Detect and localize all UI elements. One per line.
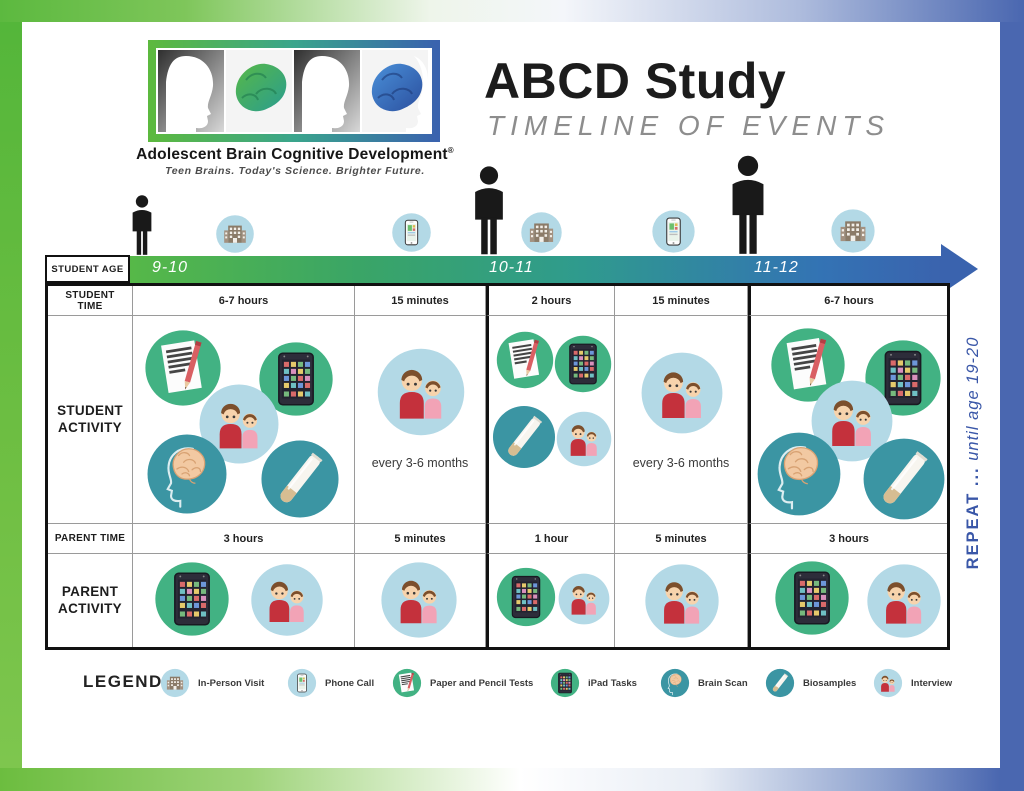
interview-icon bbox=[379, 560, 459, 640]
legend-label: Biosamples bbox=[803, 677, 857, 689]
legend-label: Brain Scan bbox=[698, 677, 748, 689]
phone-call-icon bbox=[651, 209, 696, 254]
student-time-cell: 6-7 hours bbox=[133, 286, 355, 316]
interview-icon bbox=[639, 350, 725, 436]
logo-title-text: Adolescent Brain Cognitive Development bbox=[136, 146, 448, 164]
age-label-11-12: 11-12 bbox=[754, 259, 799, 276]
student-activity-cell-10-11-phone: every 3-6 months bbox=[615, 316, 748, 524]
parent-time-cell: 1 hour bbox=[486, 524, 615, 554]
abcd-logo bbox=[148, 40, 440, 142]
in-person-visit-icon bbox=[830, 208, 876, 254]
brain-scan-icon bbox=[660, 668, 690, 698]
interview-icon bbox=[865, 562, 943, 640]
legend-label: iPad Tasks bbox=[588, 677, 637, 689]
student-activity-cell-10-11-visit bbox=[486, 316, 615, 524]
frame-left-band bbox=[0, 22, 22, 768]
ipad-tasks-icon bbox=[773, 559, 851, 637]
student-activity-cell-11-12-visit bbox=[748, 316, 947, 524]
brain-scan-icon bbox=[755, 430, 843, 518]
age-label-9-10: 9-10 bbox=[152, 259, 189, 276]
student-time-cell: 15 minutes bbox=[355, 286, 486, 316]
biosamples-icon bbox=[259, 438, 341, 520]
in-person-visit-icon bbox=[215, 214, 255, 254]
phone-call-icon bbox=[287, 668, 317, 698]
repeat-word: REPEAT bbox=[964, 491, 982, 570]
ipad-tasks-icon bbox=[553, 334, 613, 394]
parent-time-cell: 3 hours bbox=[133, 524, 355, 554]
parent-time-row-label: PARENT TIME bbox=[48, 524, 133, 554]
interview-icon bbox=[643, 562, 721, 640]
interview-icon bbox=[249, 562, 325, 638]
legend-item-ipad-tasks: iPad Tasks bbox=[550, 668, 637, 698]
student-activity-cell-9-10-visit bbox=[133, 316, 355, 524]
interview-icon bbox=[557, 572, 611, 626]
student-age-row-label: STUDENT AGE bbox=[45, 255, 130, 283]
logo-tagline: Teen Brains. Today's Science. Brighter F… bbox=[165, 165, 425, 177]
legend-item-phone-call: Phone Call bbox=[287, 668, 374, 698]
student-figure-age-10-11 bbox=[463, 166, 515, 256]
student-figure-age-9-10 bbox=[124, 195, 160, 256]
student-time-cell: 2 hours bbox=[486, 286, 615, 316]
ipad-tasks-icon bbox=[550, 668, 580, 698]
student-figure-age-11-12 bbox=[719, 155, 777, 256]
parent-time-cell: 3 hours bbox=[748, 524, 947, 554]
phone-call-icon bbox=[391, 212, 432, 253]
frequency-note: every 3-6 months bbox=[371, 456, 469, 470]
legend-item-interview: Interview bbox=[873, 668, 952, 698]
frequency-note: every 3-6 months bbox=[632, 456, 730, 470]
legend-label: Paper and Pencil Tests bbox=[430, 677, 534, 689]
in-person-visit-icon bbox=[160, 668, 190, 698]
repeat-until: until age 19-20 bbox=[964, 336, 982, 461]
legend-label: Phone Call bbox=[325, 677, 375, 689]
interview-icon bbox=[873, 668, 903, 698]
parent-activity-cell-9-10-phone bbox=[355, 554, 486, 647]
frame-top-band bbox=[0, 0, 1024, 22]
student-time-cell: 15 minutes bbox=[615, 286, 748, 316]
legend-item-paper-pencil-tests: Paper and Pencil Tests bbox=[392, 668, 533, 698]
student-activity-cell-9-10-phone: every 3-6 months bbox=[355, 316, 486, 524]
student-time-row-label: STUDENT TIME bbox=[48, 286, 133, 316]
biosamples-icon bbox=[765, 668, 795, 698]
legend-item-biosamples: Biosamples bbox=[765, 668, 856, 698]
brain-scan-icon bbox=[145, 432, 229, 516]
legend-label: Interview bbox=[911, 677, 953, 689]
parent-time-cell: 5 minutes bbox=[615, 524, 748, 554]
logo-title: Adolescent Brain Cognitive Development® bbox=[130, 146, 460, 164]
parent-activity-cell-10-11-phone bbox=[615, 554, 748, 647]
age-label-10-11: 10-11 bbox=[489, 259, 534, 276]
legend-item-in-person-visit: In-Person Visit bbox=[160, 668, 264, 698]
legend-title: LEGEND bbox=[83, 672, 163, 691]
interview-icon bbox=[375, 346, 467, 438]
logo-registered-mark: ® bbox=[447, 146, 454, 155]
abcd-logo-image bbox=[148, 40, 440, 142]
in-person-visit-icon bbox=[520, 211, 563, 254]
parent-activity-row-label: PARENT ACTIVITY bbox=[48, 554, 133, 647]
repeat-note: REPEAT ... until age 19-20 bbox=[964, 288, 990, 618]
page-title: ABCD Study bbox=[484, 53, 787, 109]
interview-icon bbox=[555, 410, 613, 468]
student-activity-row-label: STUDENT ACTIVITY bbox=[48, 316, 133, 524]
frame-right-band bbox=[1000, 22, 1024, 791]
age-timeline-arrow bbox=[130, 256, 942, 283]
parent-activity-cell-11-12-visit bbox=[748, 554, 947, 647]
repeat-ellipsis: ... bbox=[964, 466, 982, 487]
ipad-tasks-icon bbox=[495, 566, 557, 628]
biosamples-icon bbox=[491, 404, 557, 470]
student-time-cell: 6-7 hours bbox=[748, 286, 947, 316]
frame-bottom-band bbox=[0, 768, 1000, 791]
parent-activity-cell-10-11-visit bbox=[486, 554, 615, 647]
ipad-tasks-icon bbox=[153, 560, 231, 638]
timeline-table: STUDENT TIME 6-7 hours 15 minutes 2 hour… bbox=[45, 283, 950, 650]
page-subtitle: TIMELINE OF EVENTS bbox=[487, 110, 891, 141]
paper-pencil-tests-icon bbox=[392, 668, 422, 698]
parent-time-cell: 5 minutes bbox=[355, 524, 486, 554]
legend-label: In-Person Visit bbox=[198, 677, 265, 689]
paper-pencil-tests-icon bbox=[495, 330, 555, 390]
parent-activity-cell-9-10-visit bbox=[133, 554, 355, 647]
biosamples-icon bbox=[861, 436, 947, 522]
legend-item-brain-scan: Brain Scan bbox=[660, 668, 748, 698]
